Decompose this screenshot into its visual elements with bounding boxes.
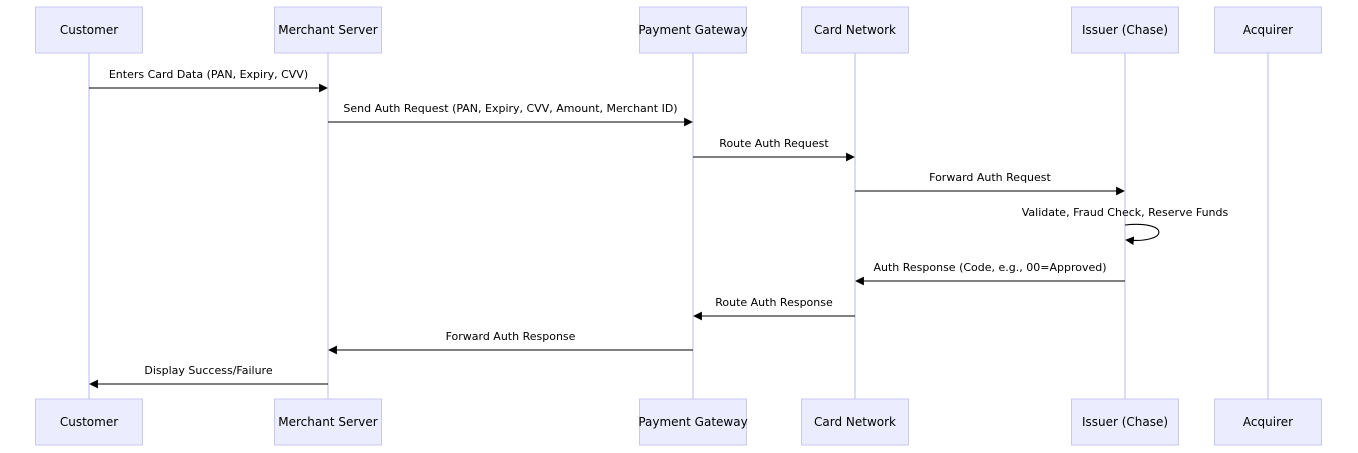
actor-label: Card Network [814, 415, 896, 429]
actor-box [801, 6, 909, 54]
actor-issuer-bottom: Issuer (Chase) [1071, 398, 1179, 446]
actor-box [274, 398, 382, 446]
self-message-arrow [1124, 223, 1160, 246]
actor-label: Card Network [814, 23, 896, 37]
message-8: Forward Auth Response [328, 330, 693, 355]
message-label: Forward Auth Request [929, 171, 1051, 184]
actor-network-top: Card Network [801, 6, 909, 54]
actor-label: Merchant Server [278, 23, 378, 37]
actor-merchant-top: Merchant Server [274, 6, 382, 54]
message-label: Send Auth Request (PAN, Expiry, CVV, Amo… [343, 102, 677, 115]
actor-issuer-top: Issuer (Chase) [1071, 6, 1179, 54]
message-2: Send Auth Request (PAN, Expiry, CVV, Amo… [328, 102, 693, 127]
actor-box [801, 398, 909, 446]
actor-label: Acquirer [1243, 23, 1293, 37]
message-label: Validate, Fraud Check, Reserve Funds [1022, 206, 1229, 219]
message-label: Route Auth Response [715, 296, 833, 309]
actor-box [35, 398, 143, 446]
actor-box [1071, 398, 1179, 446]
actor-customer-bottom: Customer [35, 398, 143, 446]
actor-label: Issuer (Chase) [1082, 415, 1168, 429]
message-label: Forward Auth Response [446, 330, 576, 343]
actor-acquirer-top: Acquirer [1214, 6, 1322, 54]
actor-label: Merchant Server [278, 415, 378, 429]
lifelines [88, 53, 1269, 399]
actor-acquirer-bottom: Acquirer [1214, 398, 1322, 446]
message-6: Auth Response (Code, e.g., 00=Approved) [855, 261, 1125, 286]
actor-box [639, 6, 747, 54]
message-label: Route Auth Request [719, 137, 829, 150]
actor-label: Acquirer [1243, 415, 1293, 429]
actor-label: Issuer (Chase) [1082, 23, 1168, 37]
message-label: Enters Card Data (PAN, Expiry, CVV) [109, 68, 308, 81]
actor-box [1071, 6, 1179, 54]
message-label: Auth Response (Code, e.g., 00=Approved) [873, 261, 1106, 274]
message-7: Route Auth Response [693, 296, 855, 321]
actor-label: Payment Gateway [638, 415, 747, 429]
message-5: Validate, Fraud Check, Reserve Funds [1022, 206, 1229, 246]
message-label: Display Success/Failure [144, 364, 272, 377]
message-1: Enters Card Data (PAN, Expiry, CVV) [89, 68, 328, 93]
actor-box [274, 6, 382, 54]
message-4: Forward Auth Request [855, 171, 1125, 196]
actor-box [1214, 398, 1322, 446]
actor-box [1214, 6, 1322, 54]
actor-box [35, 6, 143, 54]
messages: Enters Card Data (PAN, Expiry, CVV) Send … [89, 68, 1229, 389]
actor-merchant-bottom: Merchant Server [274, 398, 382, 446]
actor-label: Payment Gateway [638, 23, 747, 37]
actor-gateway-bottom: Payment Gateway [638, 398, 748, 446]
actor-customer-top: Customer [35, 6, 143, 54]
actor-label: Customer [60, 23, 118, 37]
actor-box [639, 398, 747, 446]
actor-gateway-top: Payment Gateway [638, 6, 748, 54]
actor-label: Customer [60, 415, 118, 429]
actor-network-bottom: Card Network [801, 398, 909, 446]
message-3: Route Auth Request [693, 137, 855, 162]
message-9: Display Success/Failure [89, 364, 328, 389]
